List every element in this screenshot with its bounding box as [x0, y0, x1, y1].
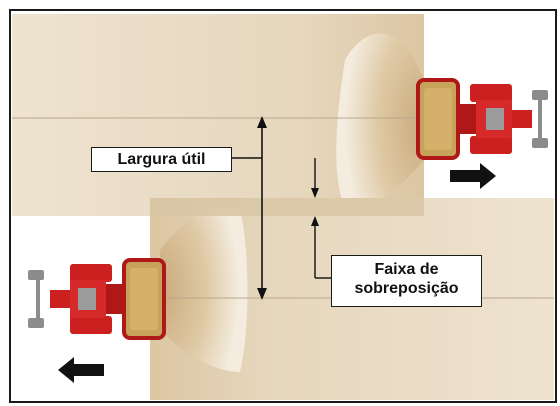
width-arrowhead-top — [257, 116, 267, 128]
bottom-spread-fan — [160, 207, 248, 372]
tractor-icon-bottom — [28, 258, 166, 340]
overlap-arrowhead-top — [311, 188, 319, 198]
width-arrowhead-bottom — [257, 288, 267, 300]
arrow-right-icon — [450, 163, 496, 189]
largura-util-label: Largura útil — [91, 147, 232, 172]
faixa-sobreposicao-label: Faixa de sobreposição — [331, 255, 482, 307]
overlap-arrowhead-bottom — [311, 216, 319, 226]
arrow-left-icon — [58, 357, 104, 383]
faixa-label-line2: sobreposição — [354, 280, 459, 297]
top-spread-fan — [336, 33, 424, 216]
tractor-icon-top — [416, 78, 548, 160]
faixa-label-line1: Faixa de — [374, 261, 439, 278]
overlap-band — [150, 198, 424, 216]
